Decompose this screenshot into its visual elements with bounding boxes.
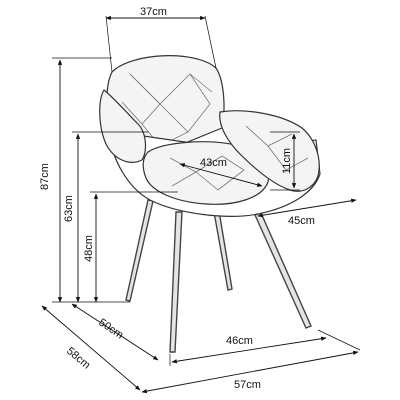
dimension-lines xyxy=(41,15,359,394)
front-left-leg xyxy=(169,211,183,353)
overall-depth-line xyxy=(41,305,141,391)
extension-lines xyxy=(52,15,361,366)
arm-depth-label: 45cm xyxy=(288,215,315,227)
base-width-label: 46cm xyxy=(226,335,253,347)
total-height-label: 87cm xyxy=(39,163,51,190)
overall-width-line xyxy=(141,350,359,394)
overall-width-label: 57cm xyxy=(234,379,261,391)
seat-height-label: 48cm xyxy=(83,235,95,262)
chair-illustration xyxy=(99,55,321,353)
seat-depth-label: 50cm xyxy=(96,317,125,342)
armrest-tufting xyxy=(245,125,309,171)
armrest-height-label: 63cm xyxy=(63,195,75,222)
seat-width-label: 43cm xyxy=(200,157,227,169)
seat-width-line xyxy=(179,163,263,187)
back-left-leg xyxy=(125,199,154,302)
left-armrest xyxy=(99,89,147,163)
overall-depth-label: 58cm xyxy=(64,345,92,371)
arm-depth-line xyxy=(257,198,357,218)
top-width-label: 37cm xyxy=(140,6,167,18)
back-right-leg xyxy=(213,210,233,291)
armrest-thickness-label: 11cm xyxy=(281,148,293,174)
front-right-leg xyxy=(254,212,312,329)
